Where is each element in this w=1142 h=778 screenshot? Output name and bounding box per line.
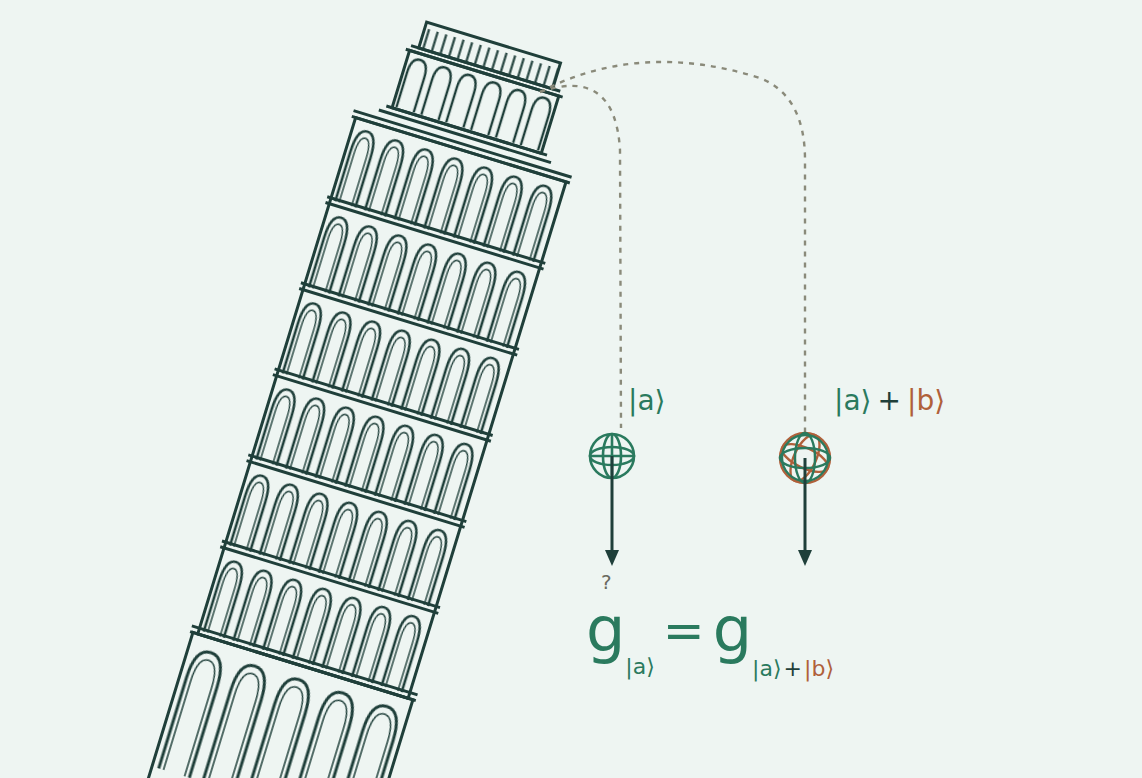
state-label: |a⟩ xyxy=(628,386,666,417)
plus-sign: + xyxy=(878,386,901,417)
plus-sign: + xyxy=(784,657,802,681)
question-mark: ? xyxy=(601,571,612,593)
drop-path xyxy=(540,62,805,432)
gravity-arrow xyxy=(605,456,812,566)
state-label: |b⟩ xyxy=(907,386,945,417)
gravity-symbol: g xyxy=(713,596,752,664)
state-subscript: |b⟩ xyxy=(804,657,834,681)
drop-path xyxy=(540,86,621,428)
state-subscript: |a⟩ xyxy=(752,657,781,681)
gravity-symbol: g xyxy=(586,596,625,664)
state-subscript: |a⟩ xyxy=(625,655,654,679)
leaning-tower xyxy=(143,8,606,778)
state-label: |a⟩ xyxy=(834,386,872,417)
equals-sign: = xyxy=(663,604,705,659)
